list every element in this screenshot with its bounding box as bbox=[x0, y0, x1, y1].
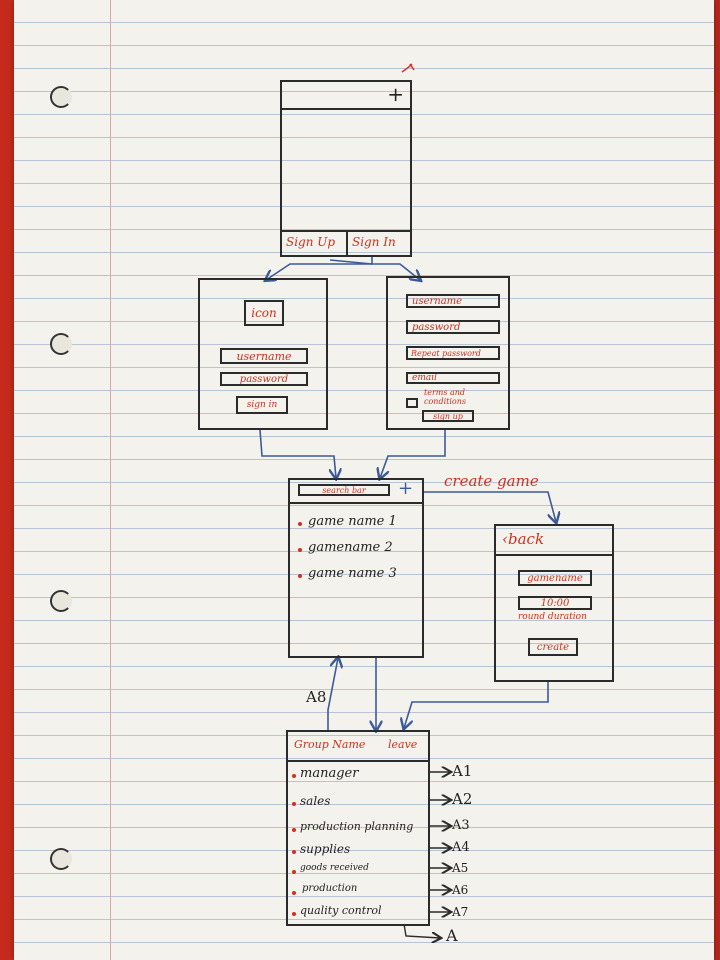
search-bar[interactable]: search bar bbox=[298, 484, 390, 496]
role-item[interactable]: production bbox=[302, 883, 358, 894]
punch-hole bbox=[50, 86, 72, 108]
login-screen: icon username password sign in bbox=[198, 278, 328, 430]
group-name: Group Name bbox=[294, 738, 366, 751]
target-label: A2 bbox=[452, 790, 473, 808]
game-list-item[interactable]: game name 1 bbox=[308, 514, 397, 529]
back-button[interactable]: ‹back bbox=[502, 530, 545, 548]
role-item[interactable]: sales bbox=[300, 794, 331, 808]
arrow-group-to-list bbox=[327, 658, 338, 730]
role-item[interactable]: production planning bbox=[300, 820, 414, 833]
game-name-field[interactable]: gamename bbox=[518, 570, 592, 586]
arrow-login-to-list bbox=[259, 429, 336, 478]
sign-up-button[interactable]: sign up bbox=[422, 410, 474, 422]
game-list-item[interactable]: game name 3 bbox=[308, 566, 397, 581]
back-arrow-label: A8 bbox=[306, 688, 327, 706]
target-label: A bbox=[446, 926, 458, 945]
group-screen: Group Name leave manager sales productio… bbox=[286, 730, 430, 926]
target-label: A3 bbox=[452, 818, 470, 833]
create-button[interactable]: create bbox=[528, 638, 578, 656]
game-list-item[interactable]: gamename 2 bbox=[308, 540, 393, 555]
punch-hole bbox=[50, 333, 72, 355]
terms-checkbox[interactable] bbox=[406, 398, 418, 408]
arrow-create-to-group bbox=[404, 682, 549, 728]
role-item[interactable]: manager bbox=[300, 766, 359, 781]
create-game-screen: ‹back gamename 10:00 round duration crea… bbox=[494, 524, 614, 682]
arrow-signup-to-list bbox=[380, 430, 446, 478]
email-field[interactable]: email bbox=[406, 372, 500, 384]
add-icon[interactable]: + bbox=[387, 82, 404, 106]
target-label: A6 bbox=[452, 883, 469, 897]
sign-up-button[interactable]: Sign Up bbox=[286, 235, 336, 249]
role-item[interactable]: quality control bbox=[300, 904, 382, 917]
password-field[interactable]: password bbox=[220, 372, 308, 386]
target-label: A4 bbox=[452, 840, 470, 855]
arrow-to-login bbox=[266, 256, 373, 280]
target-label: A5 bbox=[452, 861, 469, 875]
role-item[interactable]: goods received bbox=[300, 863, 369, 873]
create-game-label: create game bbox=[444, 472, 539, 490]
round-duration-label: round duration bbox=[518, 612, 587, 622]
start-screen: + Sign Up Sign In bbox=[280, 80, 412, 257]
terms-label: terms and conditions bbox=[424, 388, 466, 406]
leave-button[interactable]: leave bbox=[388, 738, 418, 751]
arrow-to-create bbox=[424, 491, 556, 522]
role-item[interactable]: supplies bbox=[300, 842, 351, 856]
arrow-to-signup bbox=[329, 259, 420, 280]
app-icon-placeholder: icon bbox=[244, 300, 284, 326]
lined-paper bbox=[14, 0, 714, 960]
target-label: A1 bbox=[452, 762, 473, 780]
sign-in-button[interactable]: Sign In bbox=[352, 235, 396, 249]
sign-in-button[interactable]: sign in bbox=[236, 396, 288, 414]
game-list-screen: search bar + game name 1 gamename 2 game… bbox=[288, 478, 424, 658]
repeat-password-field[interactable]: Repeat password bbox=[406, 346, 500, 360]
target-label: A7 bbox=[452, 905, 469, 919]
password-field[interactable]: password bbox=[406, 320, 500, 334]
username-field[interactable]: username bbox=[220, 348, 308, 364]
punch-hole bbox=[50, 590, 72, 612]
round-duration-field[interactable]: 10:00 bbox=[518, 596, 592, 610]
username-field[interactable]: username bbox=[406, 294, 500, 308]
punch-hole bbox=[50, 848, 72, 870]
add-game-icon[interactable]: + bbox=[398, 478, 414, 499]
signup-screen: username password Repeat password email … bbox=[386, 276, 510, 430]
